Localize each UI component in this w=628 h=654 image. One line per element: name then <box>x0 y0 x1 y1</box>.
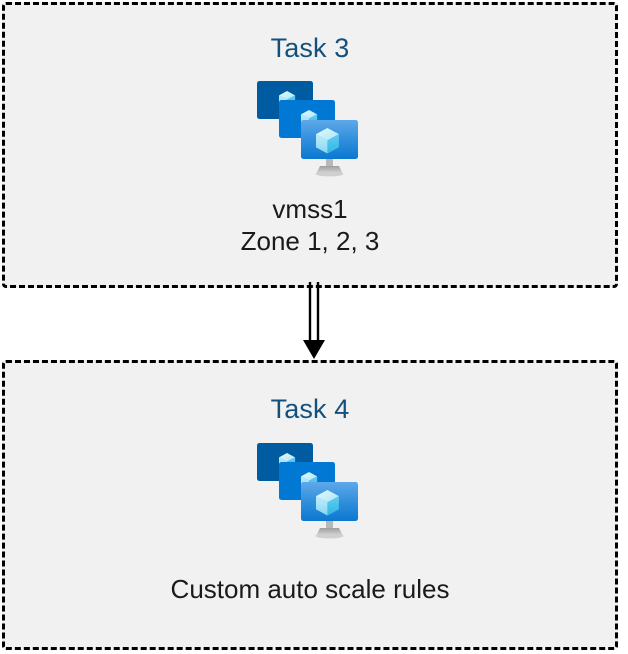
task-panel-content: Task 4 <box>5 363 615 647</box>
task-caption-line: Zone 1, 2, 3 <box>240 226 380 256</box>
task-caption-line: vmss1 <box>272 194 348 224</box>
task-heading: Task 4 <box>270 394 350 424</box>
task-caption-block: Custom auto scale rules <box>171 573 450 605</box>
task-panel-task-4[interactable]: Task 4 <box>2 360 618 650</box>
connector-arrow <box>288 282 340 362</box>
task-heading: Task 3 <box>270 33 350 63</box>
task-caption-line: Custom auto scale rules <box>170 574 450 604</box>
azure-vm-scale-set-icon <box>256 441 364 541</box>
azure-vm-scale-set-icon <box>256 79 364 179</box>
task-caption-block: vmss1 Zone 1, 2, 3 <box>241 193 380 257</box>
task-panel-task-3[interactable]: Task 3 <box>2 2 618 288</box>
double-line-down-arrow-icon <box>303 282 325 359</box>
task-panel-content: Task 3 <box>5 5 615 285</box>
